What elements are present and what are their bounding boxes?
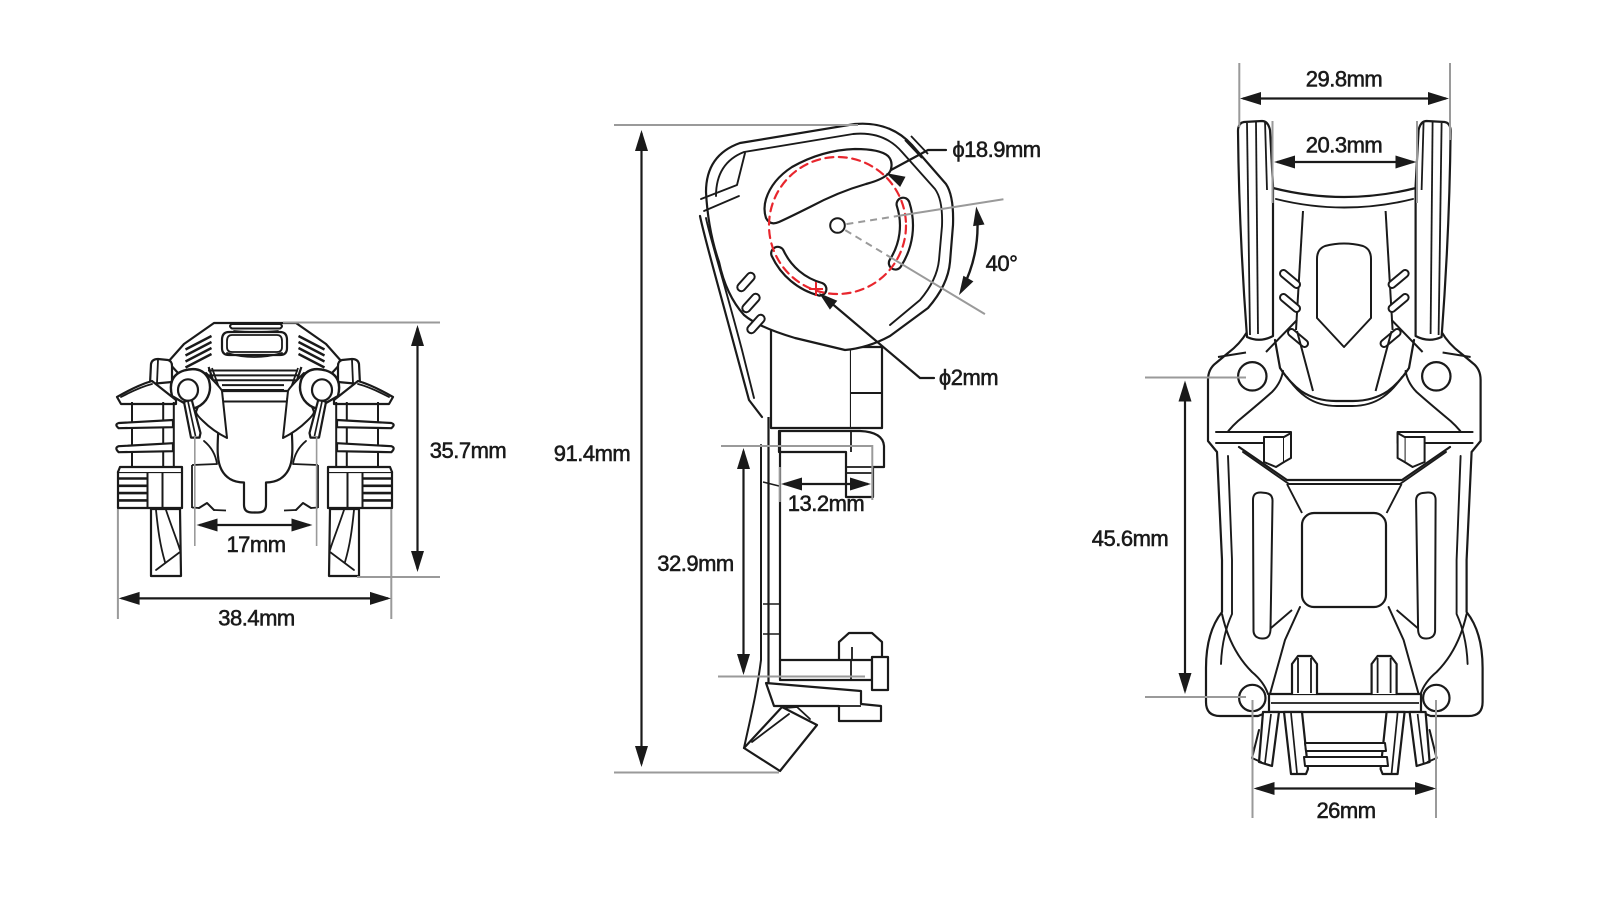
svg-text:40°: 40°: [986, 251, 1018, 276]
svg-text:29.8mm: 29.8mm: [1306, 67, 1382, 92]
svg-text:17mm: 17mm: [226, 532, 285, 557]
svg-text:45.6mm: 45.6mm: [1092, 526, 1168, 551]
svg-text:20.3mm: 20.3mm: [1306, 133, 1382, 158]
svg-text:32.9mm: 32.9mm: [657, 551, 733, 576]
svg-text:91.4mm: 91.4mm: [554, 441, 630, 466]
svg-text:13.2mm: 13.2mm: [788, 491, 864, 516]
svg-text:26mm: 26mm: [1316, 798, 1375, 823]
svg-text:ϕ2mm: ϕ2mm: [939, 365, 998, 390]
svg-text:35.7mm: 35.7mm: [430, 438, 506, 463]
svg-text:38.4mm: 38.4mm: [218, 606, 294, 631]
svg-text:ϕ18.9mm: ϕ18.9mm: [952, 137, 1040, 162]
